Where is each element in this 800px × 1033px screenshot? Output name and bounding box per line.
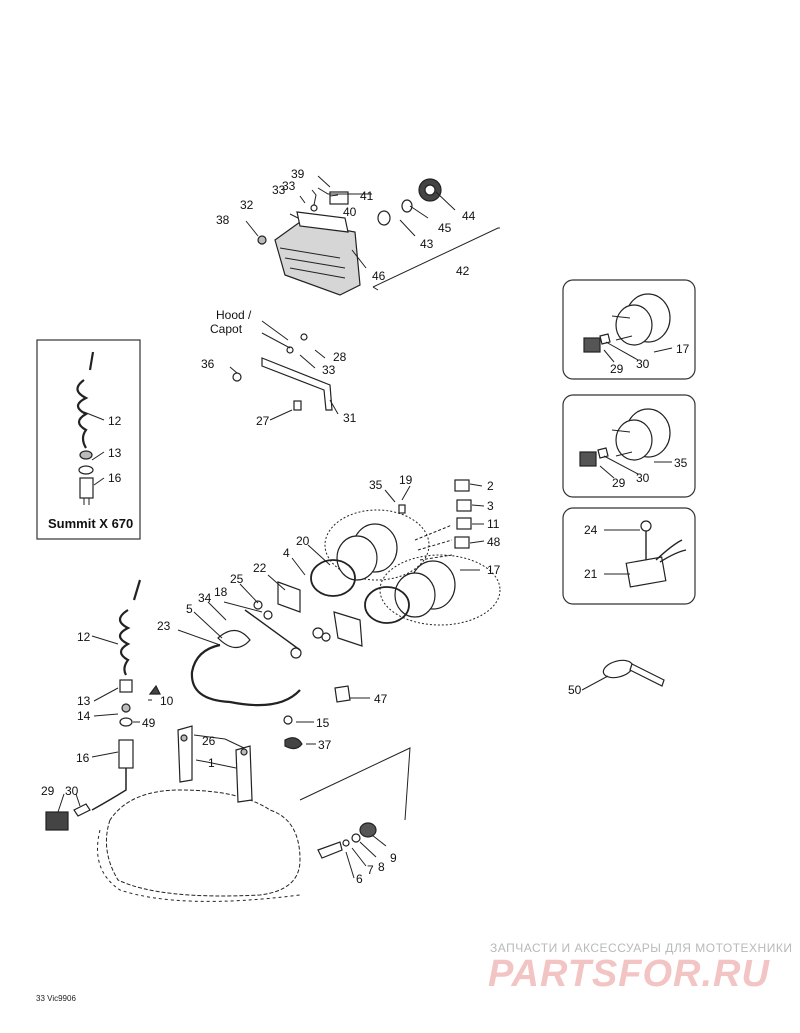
label-46: 46 [372,269,386,283]
label-15: 15 [316,716,330,730]
label-22: 22 [253,561,267,575]
label-16-inset: 16 [108,471,122,485]
label-50: 50 [568,683,582,697]
label-24: 24 [584,523,598,537]
label-18: 18 [214,585,228,599]
watermark-tagline: ЗАПЧАСТИ И АКСЕССУАРЫ ДЛЯ МОТОТЕХНИКИ [490,941,793,955]
label-6: 6 [356,872,363,886]
label-10: 10 [160,694,174,708]
label-17-inset: 17 [676,342,690,356]
label-27: 27 [256,414,270,428]
label-33-top: 33 [272,183,286,197]
label-16-main: 16 [76,751,90,765]
headlight-assembly [257,178,500,296]
label-29-main: 29 [41,784,55,798]
label-3: 3 [487,499,494,513]
label-45: 45 [438,221,452,235]
label-47: 47 [374,692,388,706]
inset-title: Summit X 670 [48,516,133,531]
hood-label-1: Hood / [216,308,252,322]
label-41: 41 [360,189,374,203]
label-11: 11 [487,517,500,531]
label-34: 34 [198,591,212,605]
label-39: 39 [291,167,305,181]
label-7: 7 [367,863,374,877]
callout-labels: 39 33 41 40 32 38 44 45 43 46 42 Hood / … [41,167,690,886]
label-44: 44 [462,209,476,223]
label-43: 43 [420,237,434,251]
label-13-main: 13 [77,694,91,708]
gauge-cluster [277,479,501,647]
label-42: 42 [456,264,470,278]
label-36: 36 [201,357,215,371]
label-12-main: 12 [77,630,91,644]
label-35-inset: 35 [674,456,688,470]
watermark-brand: PARTSFOR.RU [488,953,770,995]
inset-box-2 [562,394,696,498]
drawing-code: 33 Vic9906 [36,994,76,1003]
label-19: 19 [399,473,413,487]
label-35-main: 35 [369,478,383,492]
hood-bracket [232,333,333,411]
label-5: 5 [186,602,193,616]
label-29-inset1: 29 [610,362,624,376]
label-9: 9 [390,851,397,865]
ignition-switch [317,822,377,859]
leader-lines [57,175,673,879]
hardware-stack [190,600,331,707]
inset-box-3 [562,507,696,605]
label-48: 48 [487,535,501,549]
sensor-harness [45,579,161,831]
label-26: 26 [202,734,216,748]
label-28: 28 [333,350,347,364]
label-13-inset: 13 [108,446,122,460]
inset-box-1 [562,279,696,380]
label-40: 40 [343,205,357,219]
hood-label-2: Capot [210,322,243,336]
label-25: 25 [230,572,244,586]
label-14: 14 [77,709,91,723]
label-33-mid: 33 [322,363,336,377]
label-8: 8 [378,860,385,874]
label-38: 38 [216,213,230,227]
cable-tie [602,659,665,687]
label-2: 2 [487,479,494,493]
label-30-main: 30 [65,784,79,798]
label-30-inset2: 30 [636,471,650,485]
label-30-inset1: 30 [636,357,650,371]
label-37: 37 [318,738,332,752]
label-17-main: 17 [487,563,501,577]
label-32: 32 [240,198,254,212]
hood-outline [97,685,411,902]
label-29-inset2: 29 [612,476,626,490]
label-1: 1 [208,756,215,770]
label-31: 31 [343,411,357,425]
summit-inset-box [36,339,141,540]
label-4: 4 [283,546,290,560]
label-33-lower: 33 [282,179,296,193]
label-12-inset: 12 [108,414,122,428]
label-20: 20 [296,534,310,548]
label-49: 49 [142,716,156,730]
label-23: 23 [157,619,171,633]
label-21: 21 [584,567,598,581]
